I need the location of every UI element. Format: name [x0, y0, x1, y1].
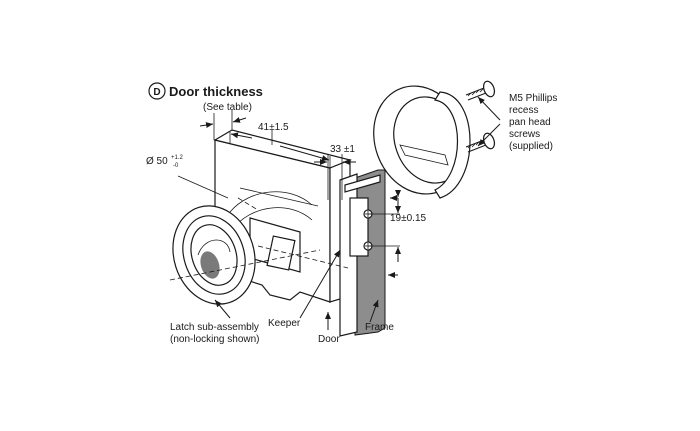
leaders — [214, 96, 501, 330]
door-label: Door — [318, 334, 340, 345]
badge-letter: D — [153, 87, 160, 98]
mounting-ring — [373, 85, 471, 199]
keeper-label: Keeper — [268, 318, 301, 329]
screws-label: M5 Phillips recess pan head screws (supp… — [509, 93, 557, 152]
screws-label-line-3: pan head — [509, 117, 551, 128]
screws-label-line-1: M5 Phillips — [509, 93, 557, 104]
diagram-subtitle: (See table) — [203, 102, 252, 113]
screws-label-line-5: (supplied) — [509, 141, 553, 152]
latch-sub-assembly — [172, 205, 301, 305]
latch-label-line-2: (non-locking shown) — [170, 334, 260, 345]
dim-33 — [314, 154, 356, 200]
dim-19 — [368, 190, 401, 262]
dim-diameter-label: Ø 50 — [146, 156, 168, 167]
dim-41-label: 41±1.5 — [258, 122, 289, 133]
title-block: D Door thickness (See table) — [148, 82, 263, 113]
frame-label: Frame — [365, 322, 394, 333]
screws-label-line-4: screws — [509, 129, 540, 140]
screw-top — [465, 80, 496, 101]
dim-diameter-tol-lower: -0 — [173, 163, 179, 169]
latch-label: Latch sub-assembly (non-locking shown) — [170, 322, 260, 345]
badge-circle — [148, 82, 166, 100]
dim-door-thickness — [199, 110, 247, 140]
dim-19-label: 19±0.15 — [390, 213, 427, 224]
dim-diameter-tol-upper: +1.2 — [171, 155, 184, 161]
dim-33-label: 33 ±1 — [330, 144, 355, 155]
latch-label-line-1: Latch sub-assembly — [170, 322, 259, 333]
screws-label-line-2: recess — [509, 105, 538, 116]
dim-41 — [229, 130, 331, 168]
diagram-title: Door thickness — [169, 84, 263, 99]
dim-diameter — [169, 175, 321, 281]
